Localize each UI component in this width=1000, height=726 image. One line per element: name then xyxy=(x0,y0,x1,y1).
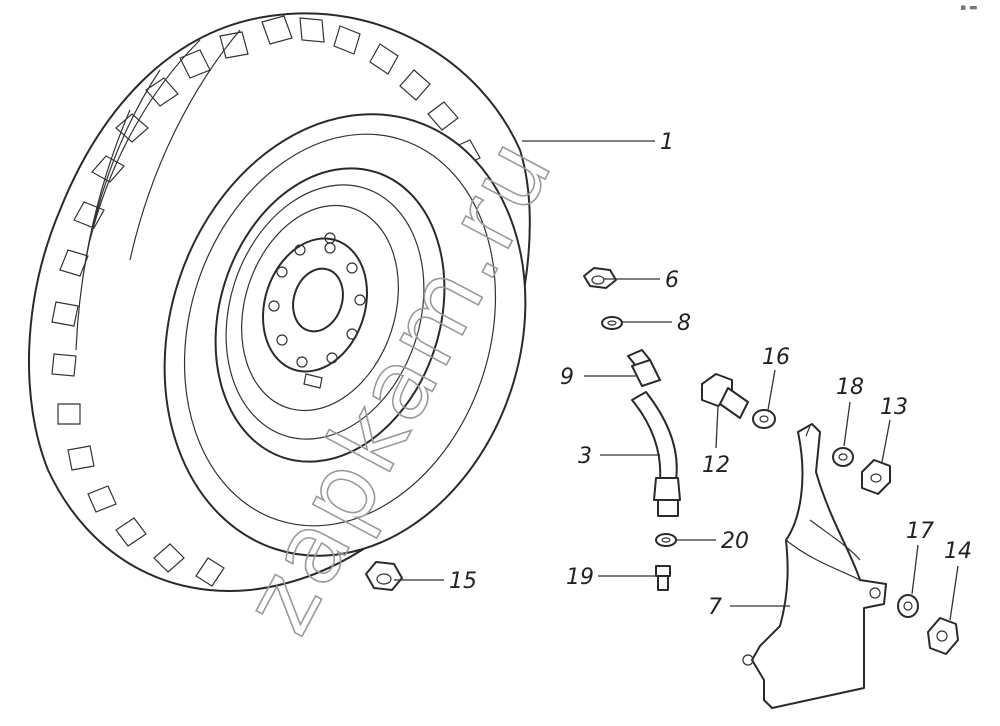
callout-12: 12 xyxy=(702,453,730,478)
wheel-assembly xyxy=(28,12,531,592)
part-8-washer xyxy=(601,316,623,330)
part-16-washer xyxy=(752,409,776,429)
part-6-nut xyxy=(583,267,617,289)
callout-3: 3 xyxy=(578,444,592,469)
callout-14: 14 xyxy=(944,539,972,564)
callout-6: 6 xyxy=(665,268,679,293)
part-18-washer xyxy=(832,447,854,467)
callouts: 1 6 8 9 16 18 13 3 12 20 19 15 7 xyxy=(394,130,972,621)
part-13-nut xyxy=(861,459,891,495)
callout-19: 19 xyxy=(566,565,594,590)
callout-9: 9 xyxy=(560,365,574,390)
part-14-nut xyxy=(927,617,959,655)
callout-7: 7 xyxy=(708,595,722,620)
callout-16: 16 xyxy=(762,345,790,370)
part-17-washer xyxy=(897,594,919,618)
callout-20: 20 xyxy=(721,529,749,554)
part-19-fitting xyxy=(655,565,671,591)
part-15-nut xyxy=(365,561,403,591)
callout-18: 18 xyxy=(836,375,864,400)
callout-15: 15 xyxy=(449,569,477,594)
part-12-bolt xyxy=(701,373,749,419)
callout-8: 8 xyxy=(677,311,691,336)
corner-mark: ▪ ▬ xyxy=(960,3,977,13)
part-20-washer xyxy=(655,533,677,547)
callout-13: 13 xyxy=(880,395,908,420)
part-3-9-hose xyxy=(627,349,681,517)
part-7-bracket xyxy=(742,423,887,709)
callout-1: 1 xyxy=(660,130,674,155)
callout-17: 17 xyxy=(906,519,934,544)
